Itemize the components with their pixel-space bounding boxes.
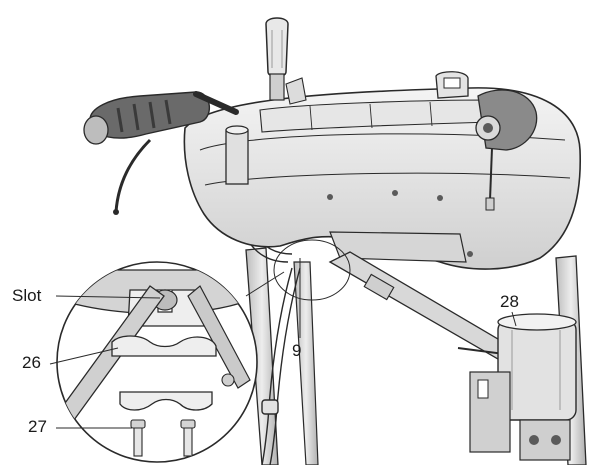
inset-connector (245, 271, 285, 297)
shift-lever (265, 17, 307, 105)
grip-handle (83, 91, 239, 215)
part-27-screws (130, 419, 196, 457)
callout-slot: Slot (12, 286, 42, 305)
leader-lines (49, 258, 517, 429)
callout-part-9: 9 (292, 341, 302, 360)
callout-part-26: 26 (22, 353, 41, 372)
inset-detail (56, 261, 258, 463)
callout-part-28: 28 (500, 292, 519, 311)
top-handle (435, 71, 469, 99)
right-control (475, 89, 538, 211)
riser-post (225, 125, 249, 185)
callout-part-27: 27 (28, 417, 47, 436)
detail-ring (273, 239, 351, 301)
part-28-motor (469, 313, 577, 461)
